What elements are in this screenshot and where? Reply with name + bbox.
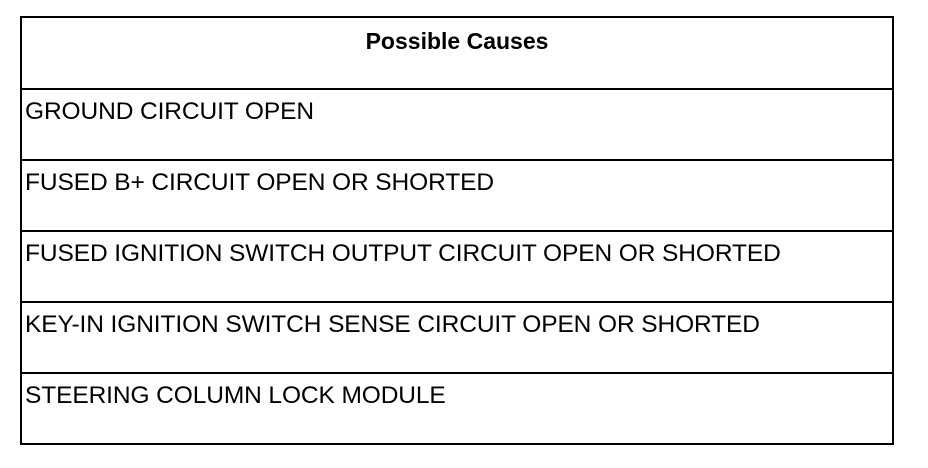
possible-causes-header: Possible Causes bbox=[20, 16, 894, 90]
table-header-row: Possible Causes bbox=[20, 16, 894, 90]
table-row: KEY-IN IGNITION SWITCH SENSE CIRCUIT OPE… bbox=[20, 301, 894, 374]
table-row: FUSED B+ CIRCUIT OPEN OR SHORTED bbox=[20, 159, 894, 232]
table-row: GROUND CIRCUIT OPEN bbox=[20, 88, 894, 161]
possible-causes-table: Possible Causes GROUND CIRCUIT OPEN FUSE… bbox=[20, 16, 894, 445]
cause-fused-ignition-switch-output-circuit: FUSED IGNITION SWITCH OUTPUT CIRCUIT OPE… bbox=[20, 230, 894, 303]
cause-key-in-ignition-switch-sense-circuit: KEY-IN IGNITION SWITCH SENSE CIRCUIT OPE… bbox=[20, 301, 894, 374]
cause-steering-column-lock-module: STEERING COLUMN LOCK MODULE bbox=[20, 372, 894, 445]
table-row: FUSED IGNITION SWITCH OUTPUT CIRCUIT OPE… bbox=[20, 230, 894, 303]
cause-fused-b-plus-circuit: FUSED B+ CIRCUIT OPEN OR SHORTED bbox=[20, 159, 894, 232]
cause-ground-circuit-open: GROUND CIRCUIT OPEN bbox=[20, 88, 894, 161]
table-row: STEERING COLUMN LOCK MODULE bbox=[20, 372, 894, 445]
